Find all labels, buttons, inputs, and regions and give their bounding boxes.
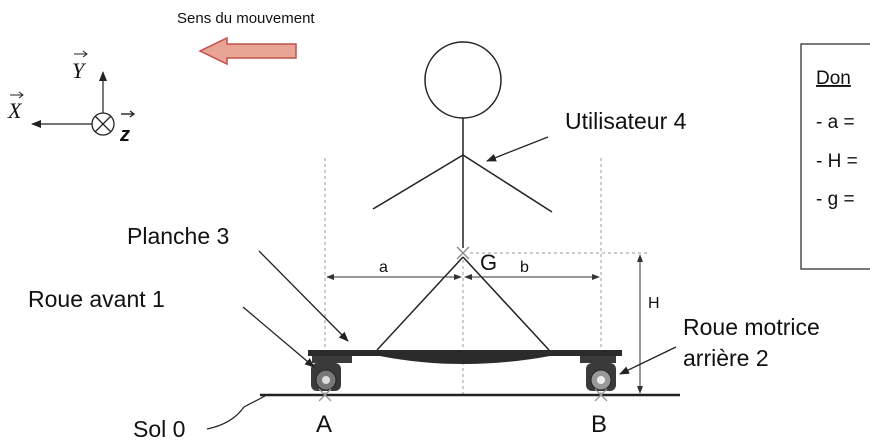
movement-arrow-icon — [198, 36, 297, 66]
front-wheel-label: Roue avant 1 — [28, 286, 165, 312]
rear-wheel-label-line2: arrière 2 — [683, 345, 769, 371]
y-axis-label: Y — [72, 58, 87, 83]
skateboard — [308, 350, 622, 364]
data-line: - g = — [816, 189, 855, 210]
board-label: Planche 3 — [127, 223, 229, 249]
front-wheel — [311, 363, 341, 391]
dimension-b-label: b — [520, 259, 529, 276]
coordinate-frame: Y X z — [7, 50, 136, 146]
x-axis-label: X — [7, 98, 23, 123]
user-leader-line — [486, 136, 549, 162]
g-point-marker — [456, 246, 470, 260]
g-point-label: G — [480, 250, 497, 275]
front-wheel-leader-line — [242, 306, 315, 368]
rear-wheel-leader-line — [619, 346, 677, 375]
dimension-h: H — [637, 254, 660, 394]
data-line: - H = — [816, 151, 858, 172]
a-point-marker — [318, 388, 332, 402]
rear-wheel-label-line1: Roue motrice — [683, 314, 820, 340]
user-head — [424, 41, 502, 119]
ground-label: Sol 0 — [133, 416, 185, 442]
board-leader-line — [258, 250, 349, 342]
data-box: Don - a = - H = - g = — [800, 43, 870, 270]
rear-wheel — [586, 363, 616, 391]
dimension-b: b — [464, 259, 600, 280]
dimension-h-label: H — [648, 295, 660, 312]
a-point-label: A — [316, 411, 332, 438]
b-point-marker — [594, 388, 608, 402]
ground-leader-line — [206, 395, 266, 430]
data-line: - a = — [816, 112, 855, 133]
b-point-label: B — [591, 411, 607, 438]
dimension-a-label: a — [379, 259, 388, 276]
z-axis-label: z — [119, 124, 130, 146]
movement-label: Sens du mouvement — [177, 10, 315, 27]
user-label: Utilisateur 4 — [565, 108, 687, 134]
data-box-title: Don — [816, 68, 851, 89]
user-figure — [372, 41, 553, 351]
dimension-a: a — [326, 259, 462, 280]
